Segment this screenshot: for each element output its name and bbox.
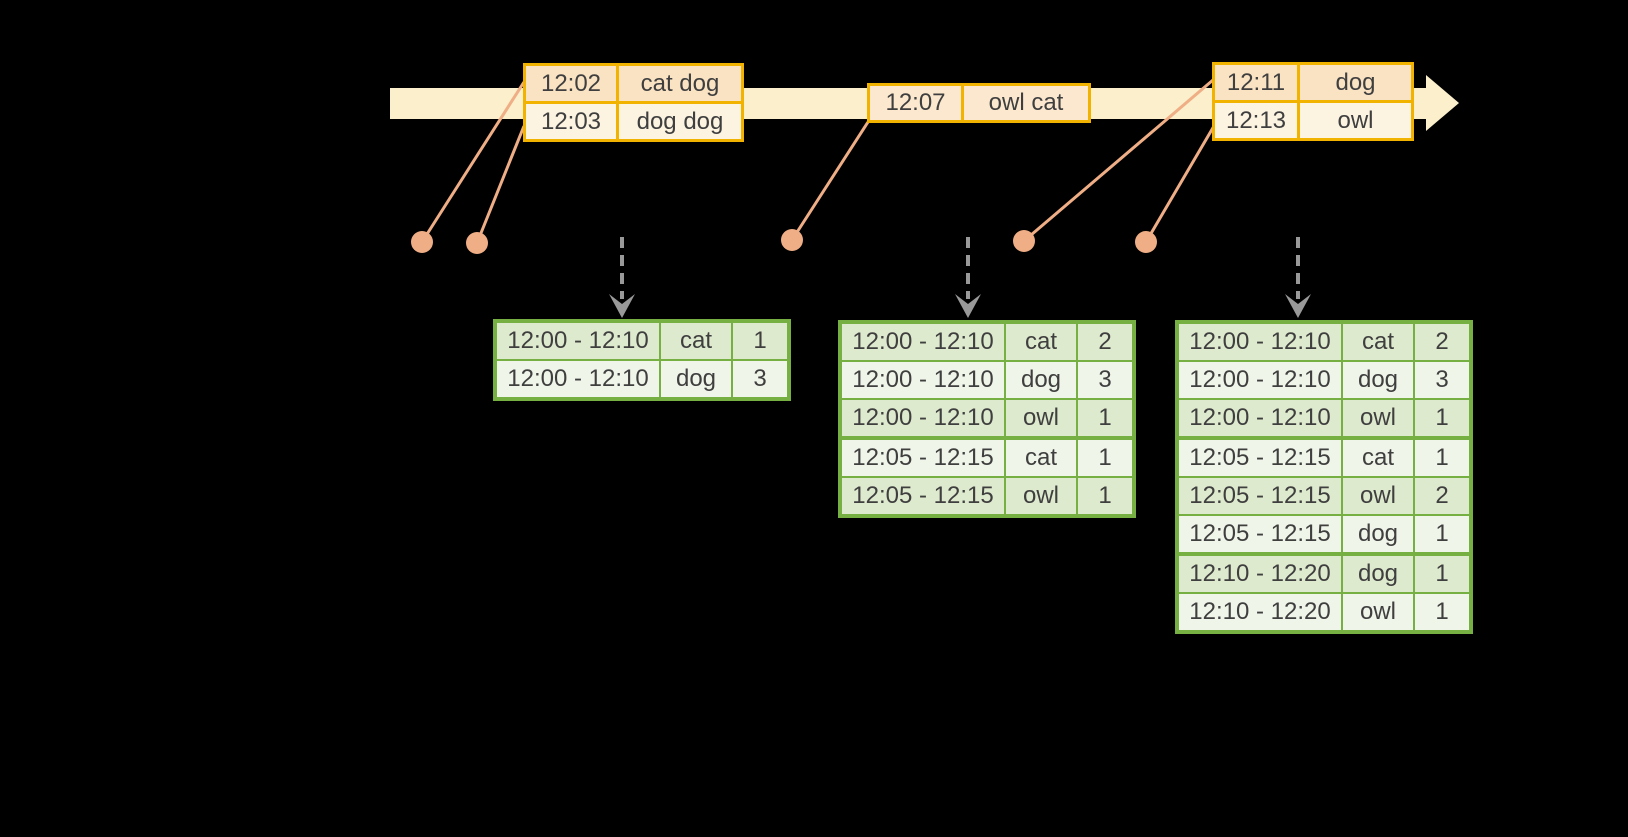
window-cell: 12:00 - 12:10	[1176, 360, 1343, 400]
count-cell: 3	[731, 359, 790, 400]
word-cell: cat	[1341, 436, 1415, 478]
event-time-cell: 12:11	[1212, 62, 1300, 103]
result-table-3: 12:00 - 12:10 cat 2 12:00 - 12:10 dog 3 …	[1175, 320, 1473, 634]
event-table-2: 12:07 owl cat	[867, 83, 1091, 123]
word-cell: cat	[659, 320, 733, 361]
count-cell: 1	[1413, 398, 1472, 439]
word-cell: owl	[1341, 398, 1415, 439]
result-row: 12:05 - 12:15 cat 1	[839, 436, 1135, 478]
count-cell: 3	[1413, 360, 1472, 400]
result-row: 12:00 - 12:10 cat 1	[494, 320, 790, 361]
window-cell: 12:00 - 12:10	[839, 360, 1006, 400]
window-cell: 12:00 - 12:10	[1176, 398, 1343, 439]
event-words-cell: owl	[1297, 100, 1414, 141]
count-cell: 1	[1413, 592, 1472, 633]
window-cell: 12:05 - 12:15	[839, 436, 1006, 478]
event-leader-line	[1023, 78, 1214, 243]
event-table-3: 12:11 dog 12:13 owl	[1212, 62, 1414, 141]
event-time-cell: 12:07	[867, 83, 964, 123]
event-leader-line	[475, 125, 526, 244]
trigger-arrowhead-icon	[955, 294, 981, 318]
result-row: 12:00 - 12:10 cat 2	[1176, 321, 1472, 362]
window-cell: 12:00 - 12:10	[494, 359, 661, 400]
window-cell: 12:00 - 12:10	[494, 320, 661, 361]
result-row: 12:10 - 12:20 dog 1	[1176, 552, 1472, 594]
window-cell: 12:05 - 12:15	[1176, 514, 1343, 555]
count-cell: 1	[1413, 436, 1472, 478]
event-time-cell: 12:02	[523, 63, 619, 104]
count-cell: 1	[731, 320, 790, 361]
event-marker-dot	[1135, 231, 1157, 253]
result-row: 12:00 - 12:10 dog 3	[839, 360, 1135, 400]
window-cell: 12:05 - 12:15	[1176, 436, 1343, 478]
event-leader-line	[790, 121, 870, 241]
timeline-arrowhead-icon	[1426, 75, 1459, 131]
result-table-2: 12:00 - 12:10 cat 2 12:00 - 12:10 dog 3 …	[838, 320, 1136, 518]
result-table-1: 12:00 - 12:10 cat 1 12:00 - 12:10 dog 3	[493, 319, 791, 401]
word-cell: dog	[1341, 514, 1415, 555]
event-row: 12:03 dog dog	[523, 101, 744, 142]
event-words-cell: dog	[1297, 62, 1414, 103]
event-words-cell: cat dog	[616, 63, 744, 104]
count-cell: 1	[1413, 552, 1472, 594]
event-row: 12:11 dog	[1212, 62, 1414, 103]
window-cell: 12:00 - 12:10	[1176, 321, 1343, 362]
window-cell: 12:05 - 12:15	[1176, 476, 1343, 516]
word-cell: dog	[1004, 360, 1078, 400]
trigger-arrowhead-icon	[609, 294, 635, 318]
window-cell: 12:10 - 12:20	[1176, 552, 1343, 594]
result-row: 12:00 - 12:10 owl 1	[839, 398, 1135, 439]
count-cell: 2	[1413, 476, 1472, 516]
word-cell: owl	[1004, 476, 1078, 517]
event-words-cell: dog dog	[616, 101, 744, 142]
word-cell: cat	[1004, 436, 1078, 478]
result-row: 12:00 - 12:10 cat 2	[839, 321, 1135, 362]
count-cell: 1	[1076, 476, 1135, 517]
event-words-cell: owl cat	[961, 83, 1091, 123]
event-leader-line	[420, 81, 526, 243]
count-cell: 3	[1076, 360, 1135, 400]
word-cell: owl	[1004, 398, 1078, 439]
word-cell: dog	[1341, 360, 1415, 400]
result-row: 12:05 - 12:15 owl 2	[1176, 476, 1472, 516]
word-cell: dog	[1341, 552, 1415, 594]
result-row: 12:05 - 12:15 cat 1	[1176, 436, 1472, 478]
event-row: 12:13 owl	[1212, 100, 1414, 141]
event-marker-dot	[411, 231, 433, 253]
event-time-cell: 12:03	[523, 101, 619, 142]
count-cell: 2	[1413, 321, 1472, 362]
word-cell: owl	[1341, 476, 1415, 516]
count-cell: 1	[1413, 514, 1472, 555]
count-cell: 1	[1076, 436, 1135, 478]
window-cell: 12:00 - 12:10	[839, 398, 1006, 439]
word-cell: cat	[1341, 321, 1415, 362]
count-cell: 2	[1076, 321, 1135, 362]
event-marker-dot	[1013, 230, 1035, 252]
event-marker-dot	[781, 229, 803, 251]
word-cell: owl	[1341, 592, 1415, 633]
trigger-arrowhead-icon	[1285, 294, 1311, 318]
window-cell: 12:00 - 12:10	[839, 321, 1006, 362]
count-cell: 1	[1076, 398, 1135, 439]
window-cell: 12:05 - 12:15	[839, 476, 1006, 517]
result-row: 12:00 - 12:10 dog 3	[1176, 360, 1472, 400]
window-cell: 12:10 - 12:20	[1176, 592, 1343, 633]
event-table-1: 12:02 cat dog 12:03 dog dog	[523, 63, 744, 142]
event-row: 12:07 owl cat	[867, 83, 1091, 123]
word-cell: cat	[1004, 321, 1078, 362]
word-cell: dog	[659, 359, 733, 400]
result-row: 12:05 - 12:15 owl 1	[839, 476, 1135, 517]
result-row: 12:10 - 12:20 owl 1	[1176, 592, 1472, 633]
event-leader-line	[1144, 125, 1216, 243]
result-row: 12:00 - 12:10 dog 3	[494, 359, 790, 400]
result-row: 12:00 - 12:10 owl 1	[1176, 398, 1472, 439]
result-row: 12:05 - 12:15 dog 1	[1176, 514, 1472, 555]
event-row: 12:02 cat dog	[523, 63, 744, 104]
event-marker-dot	[466, 232, 488, 254]
event-time-cell: 12:13	[1212, 100, 1300, 141]
